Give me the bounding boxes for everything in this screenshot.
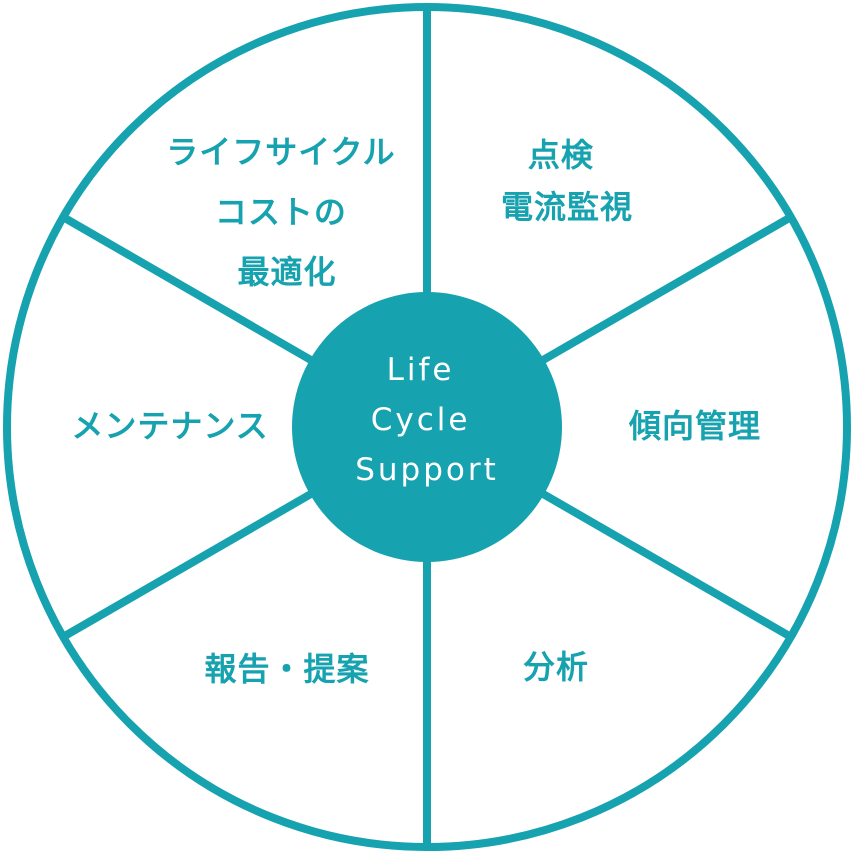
segment-label-trend-management-line-1: 傾向管理 — [628, 407, 761, 445]
segment-label-report-proposal-line-1: 報告・提案 — [204, 650, 369, 688]
segment-label-lifecycle-cost-line-1: ライフサイクル — [166, 133, 395, 171]
segment-label-lifecycle-cost-line-2: コストの — [215, 193, 347, 231]
segment-label-trend-management: 傾向管理 — [628, 407, 761, 445]
segment-label-lifecycle-cost-line-3: 最適化 — [237, 253, 336, 291]
segment-label-analysis: 分析 — [523, 648, 589, 686]
segment-label-inspection: 点検 電流監視 — [501, 136, 633, 226]
center-hub — [292, 292, 562, 562]
segment-label-maintenance-line-1: メンテナンス — [71, 407, 268, 445]
center-label-line-1: Life — [387, 352, 455, 388]
segment-label-inspection-line-2: 電流監視 — [501, 188, 633, 226]
segment-label-lifecycle-cost: ライフサイクル コストの 最適化 — [166, 133, 408, 291]
segment-label-analysis-line-1: 分析 — [523, 648, 589, 686]
segment-label-report-proposal: 報告・提案 — [204, 650, 369, 688]
center-label-line-2: Cycle — [371, 402, 471, 438]
center-label: Life Cycle Support — [355, 352, 499, 488]
center-label-line-3: Support — [355, 452, 499, 488]
segment-label-maintenance: メンテナンス — [71, 407, 268, 445]
segment-label-inspection-line-1: 点検 — [528, 136, 594, 174]
